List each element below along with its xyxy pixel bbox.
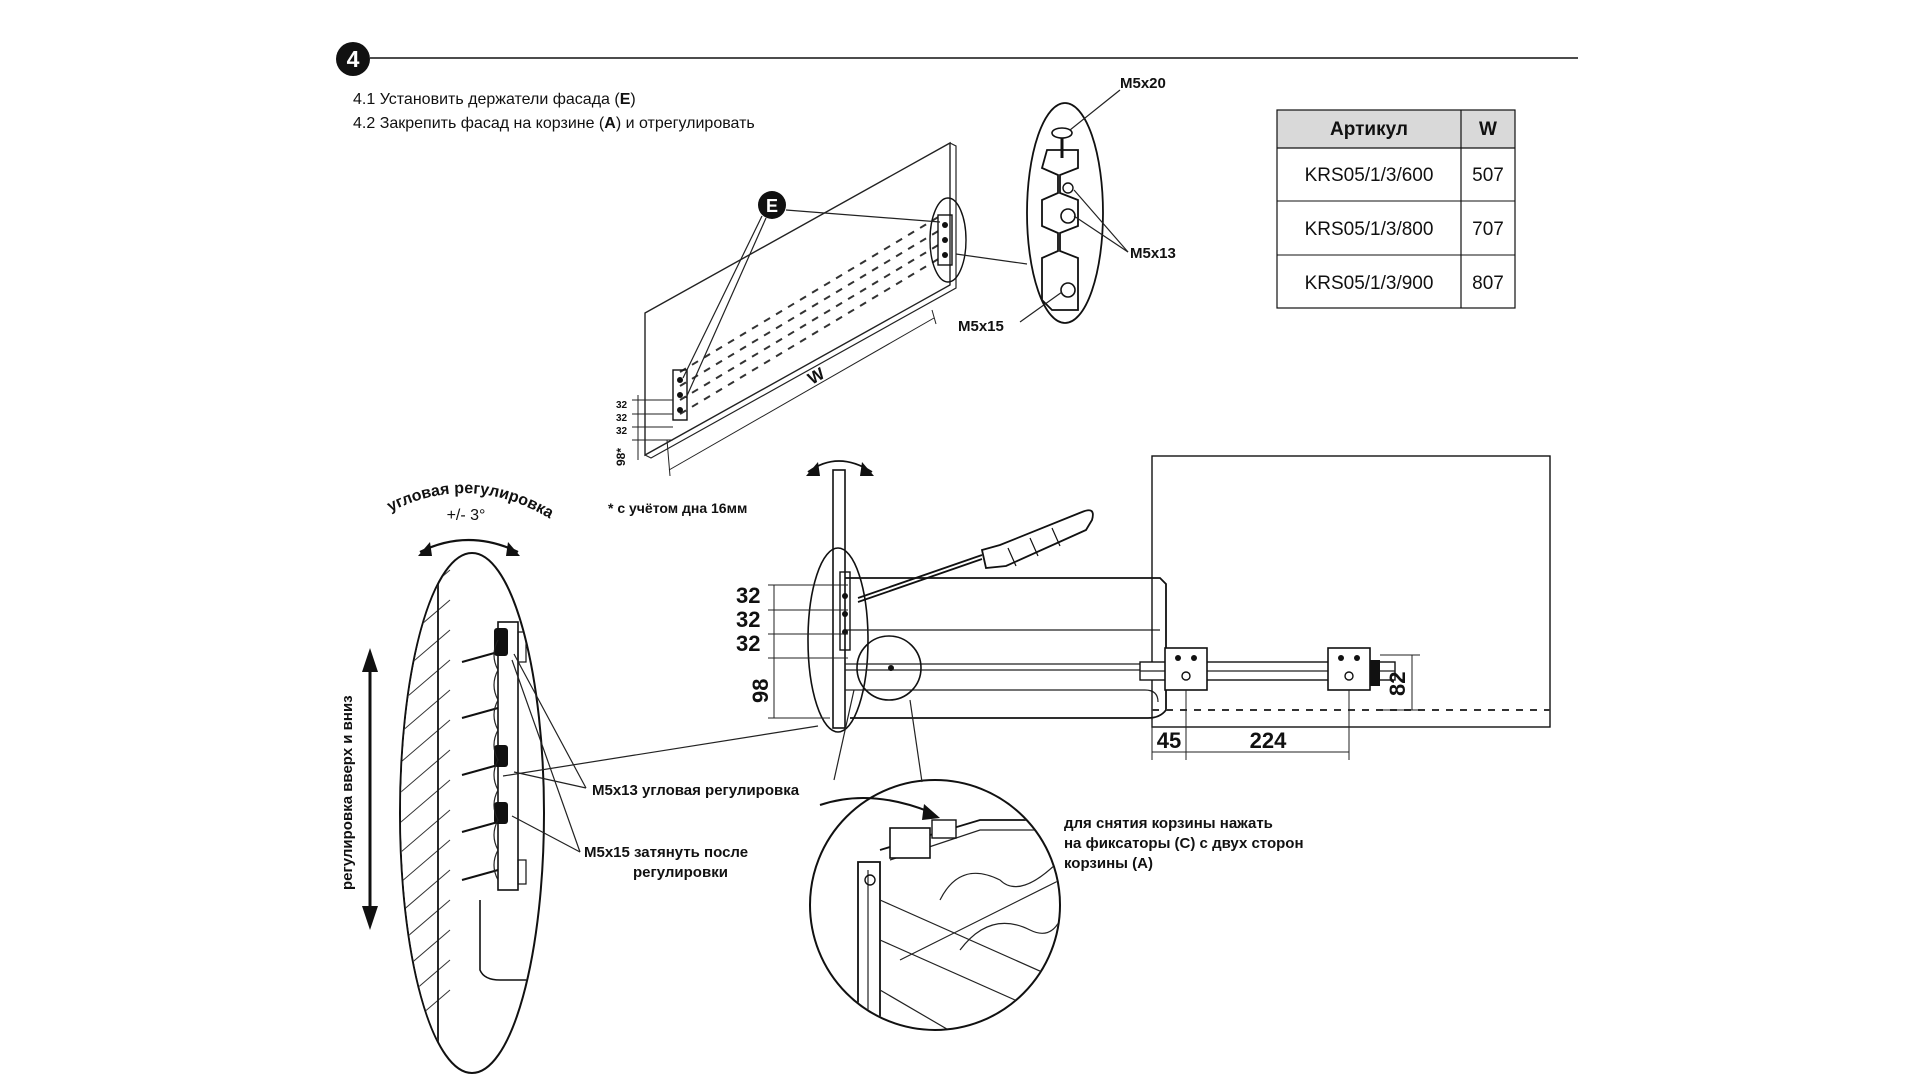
- side-detail-ellipse: [807, 547, 869, 733]
- table-cell: KRS05/1/3/600: [1305, 165, 1434, 186]
- removal-note-line1: для снятия корзины нажать: [1064, 815, 1273, 832]
- table-cell: KRS05/1/3/800: [1305, 219, 1434, 240]
- footnote: * с учётом дна 16мм: [608, 500, 747, 516]
- front-panel: [644, 141, 951, 457]
- note-m5x15-line2: регулировки: [633, 864, 728, 881]
- spacing-label: 32: [616, 426, 628, 437]
- side-view: 32 32 32 98: [736, 460, 1167, 733]
- table-cell: 807: [1472, 273, 1504, 294]
- angle-detail-ellipse: [399, 552, 545, 1074]
- runner-view: 45 224 82: [1139, 455, 1551, 760]
- label-m5x15: M5x15: [958, 318, 1004, 335]
- latch-detail: для снятия корзины нажать на фиксаторы (…: [809, 689, 1304, 1031]
- dim-224: 224: [1250, 728, 1287, 753]
- side-spacing-label: 32: [736, 631, 760, 656]
- screw-m5x13: [1060, 208, 1076, 224]
- dim-45: 45: [1157, 728, 1181, 753]
- side-height-label: 98: [748, 679, 773, 703]
- bracket-right: [929, 197, 967, 283]
- bracket-left: [672, 369, 688, 421]
- latch-detail-circle: [856, 635, 922, 701]
- bracket-detail: M5x20 M5x13 M5x15: [955, 75, 1176, 335]
- step-number: 4: [347, 46, 360, 72]
- note-m5x13: M5x13 угловая регулировка: [592, 782, 800, 799]
- callout-e-letter: E: [766, 196, 778, 216]
- front-panel-drawing: E W 32 32 32 98* * с учётом дна 16мм: [608, 141, 967, 516]
- screwdriver-icon: [857, 509, 1094, 603]
- step-badge: [336, 42, 370, 76]
- callout-e-badge: [758, 191, 786, 219]
- press-arrow: [819, 797, 931, 813]
- table-header-w: W: [1479, 119, 1497, 140]
- side-spacing-label: 32: [736, 607, 760, 632]
- spacing-label: 32: [616, 400, 628, 411]
- screw-m5x15: [1060, 282, 1076, 298]
- table-header-bg: [1277, 110, 1515, 148]
- instruction-line-2: 4.2 Закрепить фасад на корзине (A) и отр…: [353, 115, 755, 132]
- spacing-label: 32: [616, 413, 628, 424]
- screw-m5x13: [1062, 182, 1074, 194]
- article-table: Артикул W KRS05/1/3/600 507 KRS05/1/3/80…: [1276, 109, 1516, 309]
- dim-82: 82: [1385, 672, 1410, 696]
- side-spacing-label: 32: [736, 583, 760, 608]
- angle-arrow: [419, 538, 519, 553]
- note-m5x15-line1: M5x15 затянуть после: [584, 844, 748, 861]
- runner-plate-rear: [1327, 647, 1371, 691]
- cabinet-outline: [1151, 455, 1551, 728]
- label-m5x13: M5x13: [1130, 245, 1176, 262]
- table-cell: 707: [1472, 219, 1504, 240]
- runner-plate-front: [1164, 647, 1208, 691]
- bracket-detail-ellipse: [1026, 102, 1104, 324]
- latch-detail-big-circle: [809, 779, 1061, 1031]
- angle-value: +/- 3°: [447, 507, 486, 524]
- removal-note-line3: корзины (A): [1064, 855, 1153, 872]
- instruction-line-1: 4.1 Установить держатели фасада (E): [353, 91, 636, 108]
- width-label: W: [805, 364, 829, 389]
- step-header: 4 4.1 Установить держатели фасада (E) 4.…: [336, 42, 1578, 132]
- label-m5x20: M5x20: [1120, 75, 1166, 92]
- hole-pattern: [679, 215, 941, 415]
- screw-m5x20: [1051, 127, 1073, 158]
- vertical-adjust-label: регулировка вверх и вниз: [339, 695, 356, 890]
- table-header-article: Артикул: [1330, 119, 1408, 140]
- side-front-panel: [832, 469, 846, 729]
- removal-note-line2: на фиксаторы (C) с двух сторон: [1064, 835, 1304, 852]
- table-cell: 507: [1472, 165, 1504, 186]
- height-label: 98*: [614, 448, 628, 466]
- table-cell: KRS05/1/3/900: [1305, 273, 1434, 294]
- angle-adjust-detail: угловая регулировка +/- 3°: [339, 480, 819, 1074]
